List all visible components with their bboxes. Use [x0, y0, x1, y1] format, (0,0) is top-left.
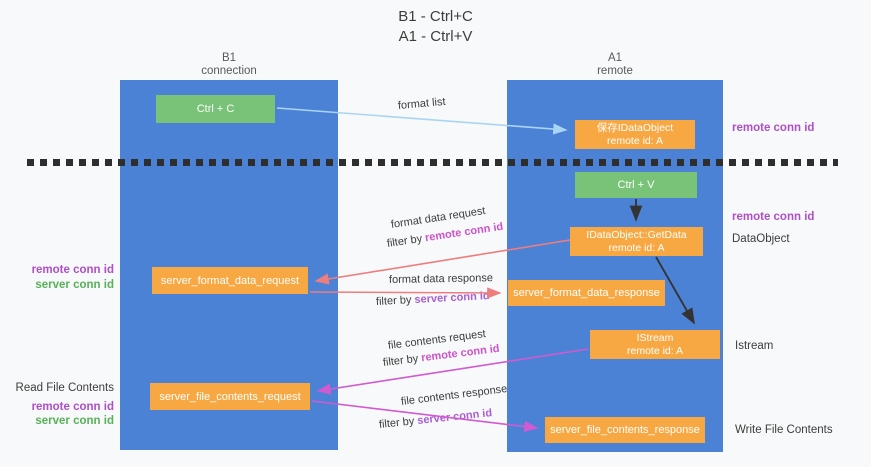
istream-remote-id: remote id: A	[626, 344, 684, 357]
file-contents-response-label: file contents response	[400, 383, 508, 408]
left-server-conn-id-bottom-label: server conn id	[35, 415, 114, 427]
left-lifeline-role: connection	[201, 65, 257, 77]
dataobject-label: DataObject	[732, 233, 790, 245]
save-idataobject-remote-id: remote id: A	[606, 134, 664, 147]
left-lifeline-header: B1 connection	[120, 52, 338, 78]
filter-by-text: filter by	[386, 232, 426, 250]
left-lifeline-name: B1	[221, 52, 237, 64]
server-file-contents-response-node: server_file_contents_response	[545, 417, 705, 443]
left-remote-conn-id-bottom-label: remote conn id	[31, 401, 114, 413]
write-file-contents-label: Write File Contents	[735, 424, 833, 436]
right-lifeline-name: A1	[607, 52, 623, 64]
right-lifeline-header: A1 remote	[507, 52, 723, 78]
filter-by-text: filter by	[375, 293, 415, 308]
diagram-title: B1 - Ctrl+C A1 - Ctrl+V	[0, 7, 871, 47]
ctrl-c-node: Ctrl + C	[156, 95, 275, 123]
right-lifeline-role: remote	[597, 65, 633, 77]
file-contents-response-filter-label: filter by server conn id	[378, 407, 492, 431]
server-conn-id-text: server conn id	[414, 290, 490, 306]
ctrl-v-node: Ctrl + V	[575, 172, 697, 198]
filter-by-text: filter by	[378, 415, 418, 431]
istream-side-label: Istream	[735, 340, 774, 352]
server-format-data-request-node: server_format_data_request	[152, 267, 308, 294]
phase-divider-dashed-line	[27, 159, 838, 166]
right-remote-conn-id-mid-label: remote conn id	[732, 211, 815, 223]
idataobject-getdata-node: IDataObject::GetData remote id: A	[570, 227, 703, 256]
istream-node: IStream remote id: A	[590, 330, 720, 359]
format-data-response-filter-label: filter by server conn id	[376, 290, 490, 308]
save-idataobject-node: 保存IDataObject remote id: A	[575, 120, 695, 149]
server-format-data-response-node: server_format_data_response	[508, 280, 665, 306]
server-file-contents-request-node: server_file_contents_request	[150, 383, 310, 410]
format-list-label: format list	[397, 95, 447, 112]
right-remote-conn-id-top-label: remote conn id	[732, 122, 815, 134]
left-remote-conn-id-top-label: remote conn id	[31, 264, 114, 276]
idataobject-getdata-remote-id: remote id: A	[608, 241, 665, 254]
title-line-1: B1 - Ctrl+C	[398, 8, 473, 25]
format-data-response-label: format data response	[388, 272, 494, 286]
title-line-2: A1 - Ctrl+V	[398, 28, 473, 45]
save-idataobject-label: 保存IDataObject	[596, 122, 674, 134]
left-server-conn-id-top-label: server conn id	[35, 279, 114, 291]
filter-by-text: filter by	[382, 352, 422, 369]
read-file-contents-label: Read File Contents	[15, 382, 114, 394]
idataobject-getdata-label: IDataObject::GetData	[586, 229, 687, 241]
server-conn-id-text: server conn id	[416, 407, 493, 427]
istream-label: IStream	[636, 332, 674, 344]
